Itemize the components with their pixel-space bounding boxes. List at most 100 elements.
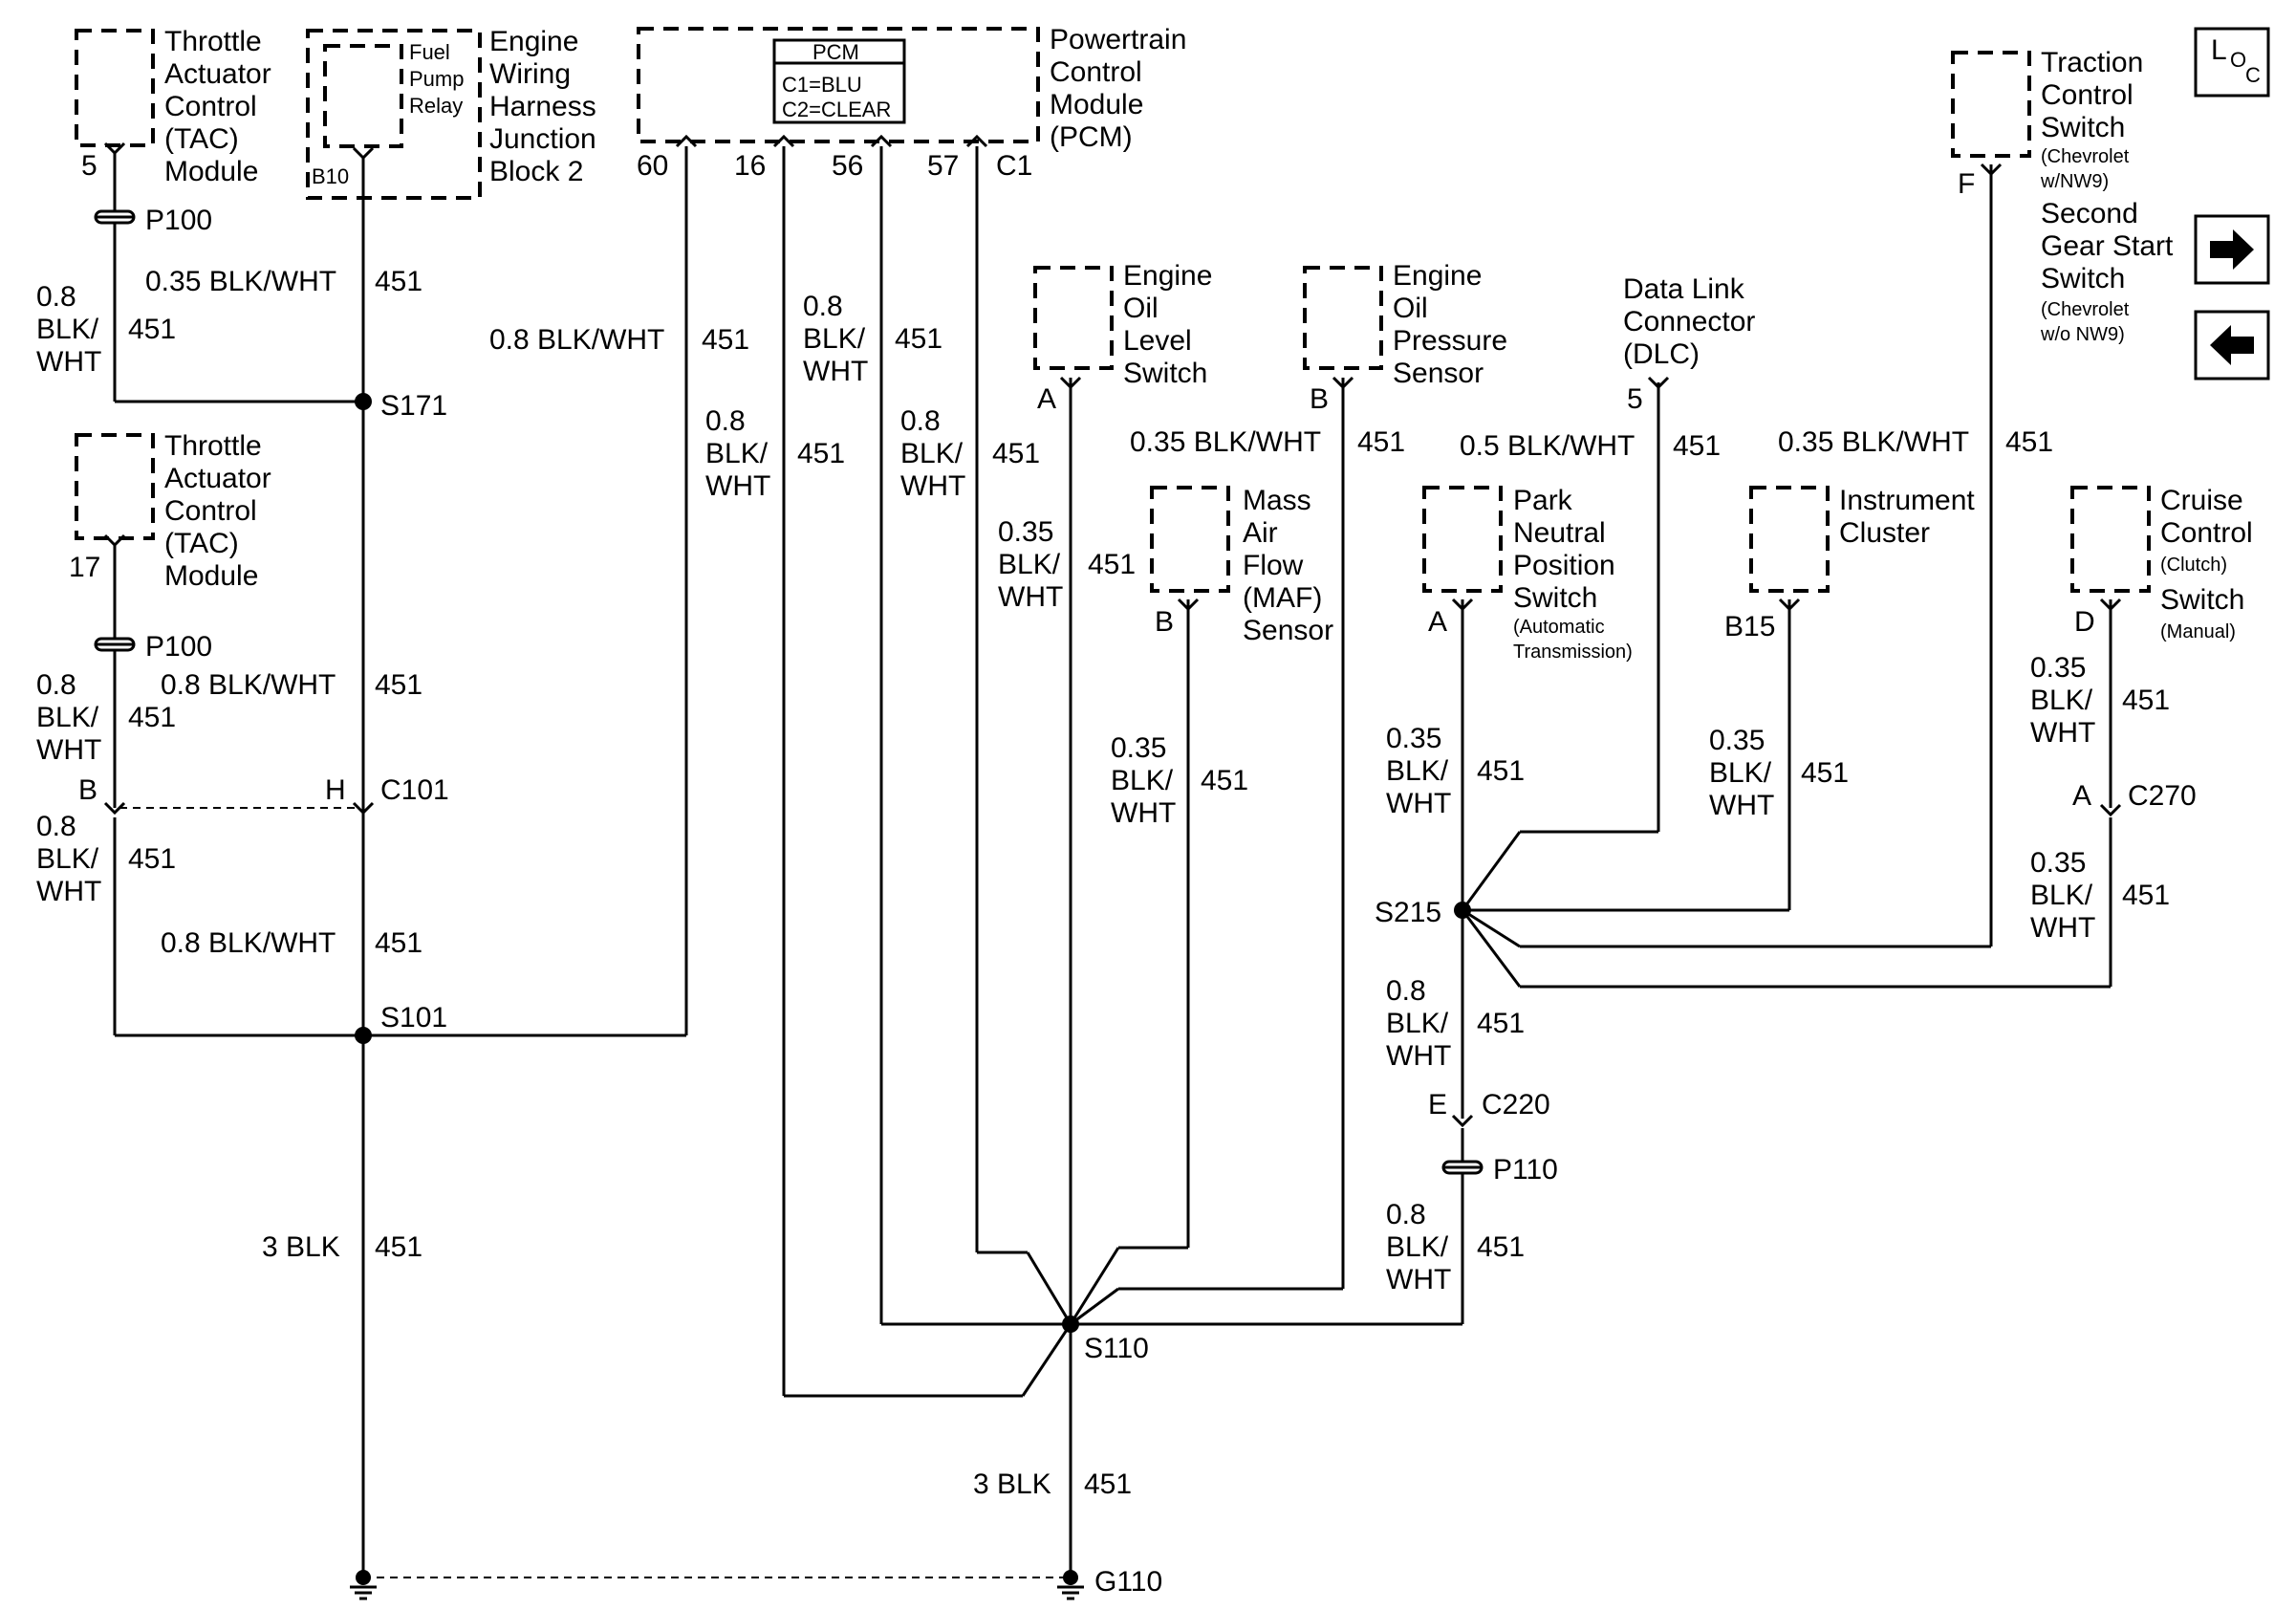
svg-text:451: 451 <box>128 843 176 875</box>
svg-text:C270: C270 <box>2128 780 2197 812</box>
splice-s171 <box>355 393 372 410</box>
svg-text:B: B <box>1155 606 1174 638</box>
svg-text:0.35 BLK/WHT: 0.35 BLK/WHT <box>1778 426 1969 458</box>
svg-text:Engine: Engine <box>1393 260 1482 292</box>
tac-module-mid-box <box>75 433 155 540</box>
maf-sensor-label: Mass Air Flow (MAF) Sensor <box>1243 485 1333 646</box>
svg-text:Switch: Switch <box>2041 263 2125 294</box>
svg-text:D: D <box>2074 606 2095 638</box>
svg-text:56: 56 <box>832 150 863 182</box>
svg-text:Air: Air <box>1243 517 1278 549</box>
svg-text:Engine: Engine <box>1123 260 1212 292</box>
splice-s215 <box>1454 902 1471 919</box>
svg-text:0.8 BLK/WHT: 0.8 BLK/WHT <box>161 927 336 959</box>
svg-text:A: A <box>2072 780 2091 812</box>
svg-text:C1: C1 <box>996 150 1032 182</box>
svg-text:Actuator: Actuator <box>164 463 271 494</box>
svg-text:Cluster: Cluster <box>1839 517 1930 549</box>
svg-text:Control: Control <box>2041 79 2134 111</box>
svg-text:BLK/: BLK/ <box>2030 880 2093 911</box>
svg-text:WHT: WHT <box>705 470 770 502</box>
pin-labels: 5 B10 60 16 56 57 C1 17 B H A B 5 B A B1… <box>69 150 2095 1120</box>
svg-text:WHT: WHT <box>998 581 1063 613</box>
svg-text:Module: Module <box>1050 89 1143 120</box>
location-icon[interactable]: L O C <box>2194 27 2270 98</box>
svg-text:Gear Start: Gear Start <box>2041 230 2174 262</box>
svg-text:BLK/: BLK/ <box>803 323 866 355</box>
svg-text:E: E <box>1428 1089 1447 1120</box>
svg-text:WHT: WHT <box>2030 912 2095 944</box>
svg-text:WHT: WHT <box>36 734 101 766</box>
svg-text:Engine: Engine <box>489 26 578 57</box>
ground-node-left <box>356 1570 371 1585</box>
svg-text:P100: P100 <box>145 205 212 236</box>
svg-text:Throttle: Throttle <box>164 26 262 57</box>
svg-text:BLK/: BLK/ <box>1386 1008 1449 1039</box>
svg-text:16: 16 <box>734 150 766 182</box>
svg-text:BLK/: BLK/ <box>705 438 769 469</box>
svg-text:Block 2: Block 2 <box>489 156 583 187</box>
svg-text:0.8: 0.8 <box>900 405 941 437</box>
svg-text:0.8 BLK/WHT: 0.8 BLK/WHT <box>161 669 336 701</box>
svg-text:3 BLK: 3 BLK <box>262 1231 340 1263</box>
svg-text:451: 451 <box>375 266 422 297</box>
svg-text:Switch: Switch <box>1123 358 1207 389</box>
svg-text:0.35: 0.35 <box>2030 847 2086 879</box>
oil-pressure-sensor-label: Engine Oil Pressure Sensor <box>1393 260 1507 389</box>
svg-text:Cruise: Cruise <box>2160 485 2243 516</box>
svg-text:0.8: 0.8 <box>803 291 843 322</box>
connector-chevrons <box>103 134 2122 1128</box>
svg-text:451: 451 <box>2122 880 2170 911</box>
splice-s110 <box>1062 1316 1079 1333</box>
svg-text:0.8: 0.8 <box>36 811 76 842</box>
svg-text:0.35 BLK/WHT: 0.35 BLK/WHT <box>1130 426 1321 458</box>
svg-text:451: 451 <box>1477 1231 1525 1263</box>
svg-text:0.5 BLK/WHT: 0.5 BLK/WHT <box>1460 430 1635 462</box>
svg-text:Module: Module <box>164 560 258 592</box>
svg-text:P100: P100 <box>145 631 212 663</box>
svg-text:Level: Level <box>1123 325 1192 357</box>
svg-text:0.8: 0.8 <box>1386 1199 1426 1230</box>
fuel-pump-relay-box <box>323 44 403 148</box>
svg-text:BLK/: BLK/ <box>1709 757 1772 789</box>
park-neutral-switch-label: Park Neutral Position Switch (Automatic … <box>1513 485 1633 663</box>
svg-text:A: A <box>1037 383 1056 415</box>
svg-text:BLK/: BLK/ <box>36 843 99 875</box>
wire-labels: 0.8 BLK/ WHT 451 0.35 BLK/WHT 451 0.8 BL… <box>36 266 2170 1500</box>
svg-text:A: A <box>1428 606 1447 638</box>
svg-text:WHT: WHT <box>1709 790 1774 821</box>
svg-text:Control: Control <box>164 495 257 527</box>
svg-text:451: 451 <box>1477 1008 1525 1039</box>
svg-text:Relay: Relay <box>409 94 463 118</box>
svg-text:451: 451 <box>128 702 176 733</box>
junction-block-box <box>306 29 482 200</box>
dlc-label: Data Link Connector (DLC) <box>1623 273 1755 370</box>
svg-text:Junction: Junction <box>489 123 596 155</box>
svg-text:Flow: Flow <box>1243 550 1304 581</box>
arrow-right-icon[interactable] <box>2194 214 2270 285</box>
svg-text:BLK/: BLK/ <box>1386 755 1449 787</box>
svg-text:WHT: WHT <box>36 346 101 378</box>
svg-text:w/o NW9): w/o NW9) <box>2040 324 2125 345</box>
svg-text:C101: C101 <box>380 774 449 806</box>
svg-text:WHT: WHT <box>2030 717 2095 749</box>
svg-text:5: 5 <box>1627 383 1643 415</box>
svg-text:Pressure: Pressure <box>1393 325 1507 357</box>
svg-text:Oil: Oil <box>1393 293 1428 324</box>
maf-sensor-box <box>1150 486 1230 593</box>
svg-text:5: 5 <box>81 150 97 182</box>
svg-text:0.35: 0.35 <box>1709 725 1765 756</box>
svg-text:(TAC): (TAC) <box>164 123 239 155</box>
arrow-left-icon[interactable] <box>2194 310 2270 381</box>
svg-text:(Clutch): (Clutch) <box>2160 555 2227 576</box>
svg-text:BLK/: BLK/ <box>998 549 1061 580</box>
splice-s101 <box>355 1027 372 1044</box>
svg-text:(DLC): (DLC) <box>1623 338 1700 370</box>
svg-text:Switch: Switch <box>2041 112 2125 143</box>
svg-text:57: 57 <box>927 150 959 182</box>
svg-text:WHT: WHT <box>1386 1264 1451 1295</box>
svg-text:F: F <box>1958 168 1975 200</box>
tac-module-mid-label: Throttle Actuator Control (TAC) Module <box>164 430 271 592</box>
svg-text:WHT: WHT <box>1386 1040 1451 1072</box>
